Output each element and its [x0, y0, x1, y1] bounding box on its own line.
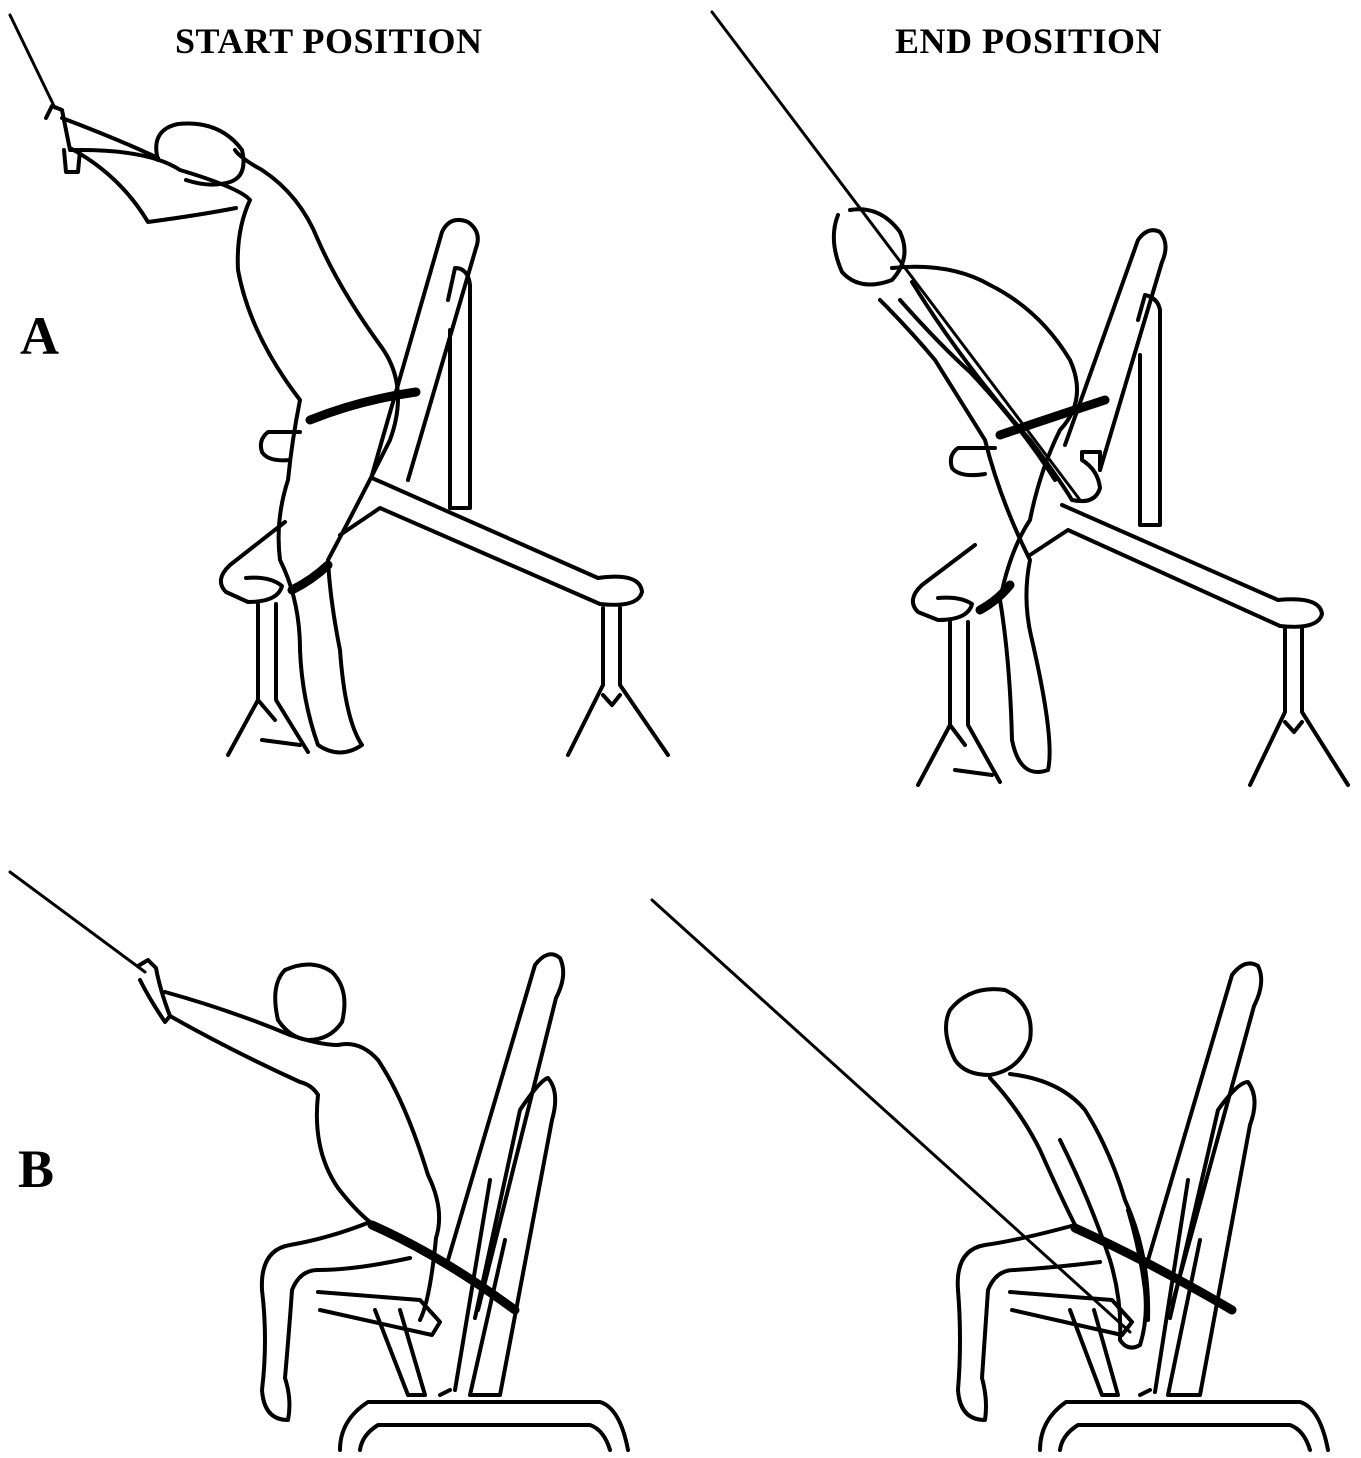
panel-a-end	[712, 12, 1348, 785]
bench-frame	[1168, 1082, 1255, 1395]
head	[946, 989, 1031, 1075]
back-pad	[448, 954, 563, 1310]
panel-b-end	[652, 900, 1328, 1450]
torso	[317, 1044, 439, 1320]
bench-frame	[470, 1078, 555, 1395]
hip-strap	[1000, 400, 1105, 435]
hip-strap	[310, 392, 416, 420]
bench-beam	[1030, 505, 1322, 627]
leg-strap	[980, 585, 1010, 610]
upright-pad	[1065, 230, 1166, 470]
front-legs	[918, 622, 1000, 785]
seat-support	[1070, 1310, 1118, 1395]
rear-legs	[568, 608, 668, 755]
panel-a-start	[10, 15, 668, 755]
cable-handle	[46, 106, 80, 172]
head	[275, 964, 344, 1040]
rear-legs	[1250, 628, 1348, 785]
bench-base	[1040, 1402, 1328, 1450]
cable	[10, 872, 145, 972]
leg-strap	[292, 565, 328, 590]
bench-base	[340, 1402, 628, 1450]
cable	[10, 15, 55, 108]
front-roller	[221, 522, 285, 602]
arm	[165, 992, 338, 1095]
arm	[62, 118, 236, 222]
bench-beam	[340, 478, 642, 605]
torso-and-legs	[880, 267, 1077, 772]
torso	[990, 1074, 1148, 1320]
front-legs	[228, 604, 308, 755]
legs	[262, 1222, 410, 1420]
legs	[958, 1225, 1100, 1420]
back-pad	[1148, 963, 1261, 1305]
front-roller	[913, 545, 975, 620]
torso-and-legs	[80, 150, 398, 753]
panel-b-start	[10, 872, 628, 1450]
